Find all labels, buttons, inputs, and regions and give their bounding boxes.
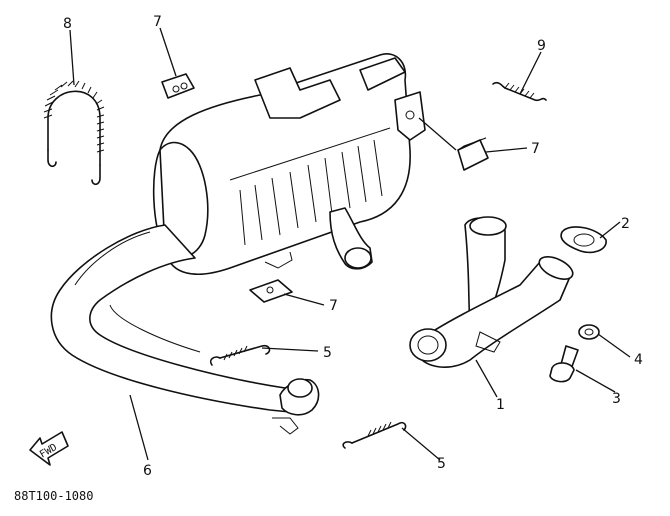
figure-code: 88T100-1080: [14, 489, 93, 503]
callout-5-upper: 5: [323, 345, 332, 361]
spring-part-5-lower: [342, 421, 407, 449]
callout-8: 8: [63, 16, 72, 32]
callout-7-right: 7: [531, 141, 540, 157]
spring-part-9: [492, 81, 547, 102]
gasket-part-2: [560, 226, 607, 254]
callout-2: 2: [621, 216, 630, 232]
spring-part-5-upper: [209, 344, 271, 366]
callout-5-lower: 5: [437, 456, 446, 472]
damper-part-7-top: [161, 73, 195, 99]
callout-7-bottom: 7: [329, 298, 338, 314]
muffler-body: [152, 53, 426, 275]
callout-3: 3: [612, 391, 621, 407]
damper-part-7-right: [457, 137, 489, 171]
callout-7-top: 7: [153, 14, 162, 30]
callout-6: 6: [143, 463, 152, 479]
damper-part-7-bottom: [249, 279, 293, 303]
exhaust-pipe-part-6: [50, 224, 320, 435]
leader-lines: [69, 27, 631, 461]
exhaust-header-part-1: [409, 216, 574, 368]
bolt-part-3: [549, 345, 579, 383]
callout-1: 1: [496, 397, 505, 413]
callout-9: 9: [537, 38, 546, 54]
spring-part-8: [43, 80, 105, 186]
washer-part-4: [578, 324, 600, 340]
callout-4: 4: [634, 352, 643, 368]
forward-arrow-icon: FWD: [29, 431, 69, 466]
